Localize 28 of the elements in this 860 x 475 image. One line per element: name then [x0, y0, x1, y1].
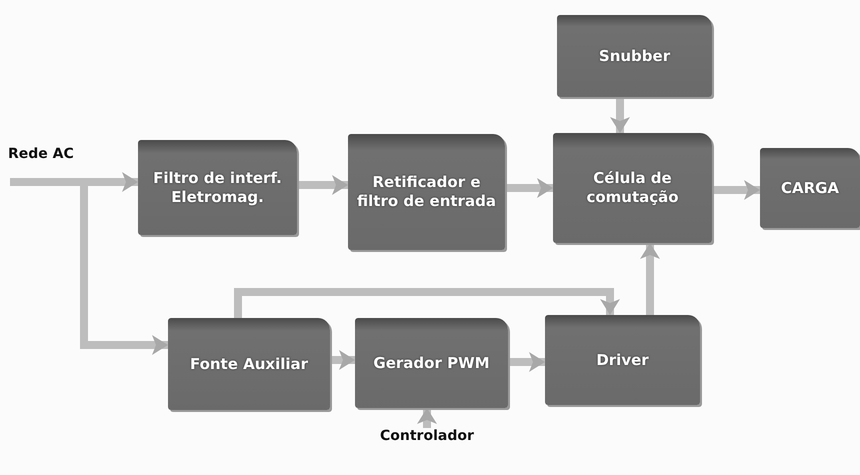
signal-label: Controlador: [380, 428, 474, 444]
arrow: [417, 408, 437, 428]
arrow: [508, 352, 545, 372]
process-block: [557, 15, 712, 97]
block-label: Fonte Auxiliar: [190, 354, 308, 374]
block-label: Retificador e filtro de entrada: [356, 173, 497, 211]
block-label: Snubber: [598, 46, 670, 66]
arrow: [297, 175, 348, 195]
arrow: [10, 172, 138, 192]
process-block: [138, 140, 297, 235]
arrow: [640, 243, 660, 315]
process-block: [168, 318, 330, 410]
process-block: [545, 315, 700, 405]
block-label: Célula de comutação: [585, 169, 680, 207]
process-block: [760, 148, 860, 228]
arrow: [330, 350, 355, 370]
process-block: [355, 318, 508, 408]
process-block: [553, 133, 712, 243]
arrow: [505, 178, 553, 198]
block-label: Filtro de interf. Eletromag.: [152, 168, 283, 206]
arrow: [712, 180, 760, 200]
arrow: [610, 97, 630, 133]
block-label: Driver: [596, 350, 649, 370]
block-label: CARGA: [780, 178, 840, 198]
process-block: [348, 134, 505, 250]
signal-label: Rede AC: [8, 146, 74, 162]
block-label: Gerador PWM: [373, 354, 490, 372]
arrow: [234, 288, 620, 318]
